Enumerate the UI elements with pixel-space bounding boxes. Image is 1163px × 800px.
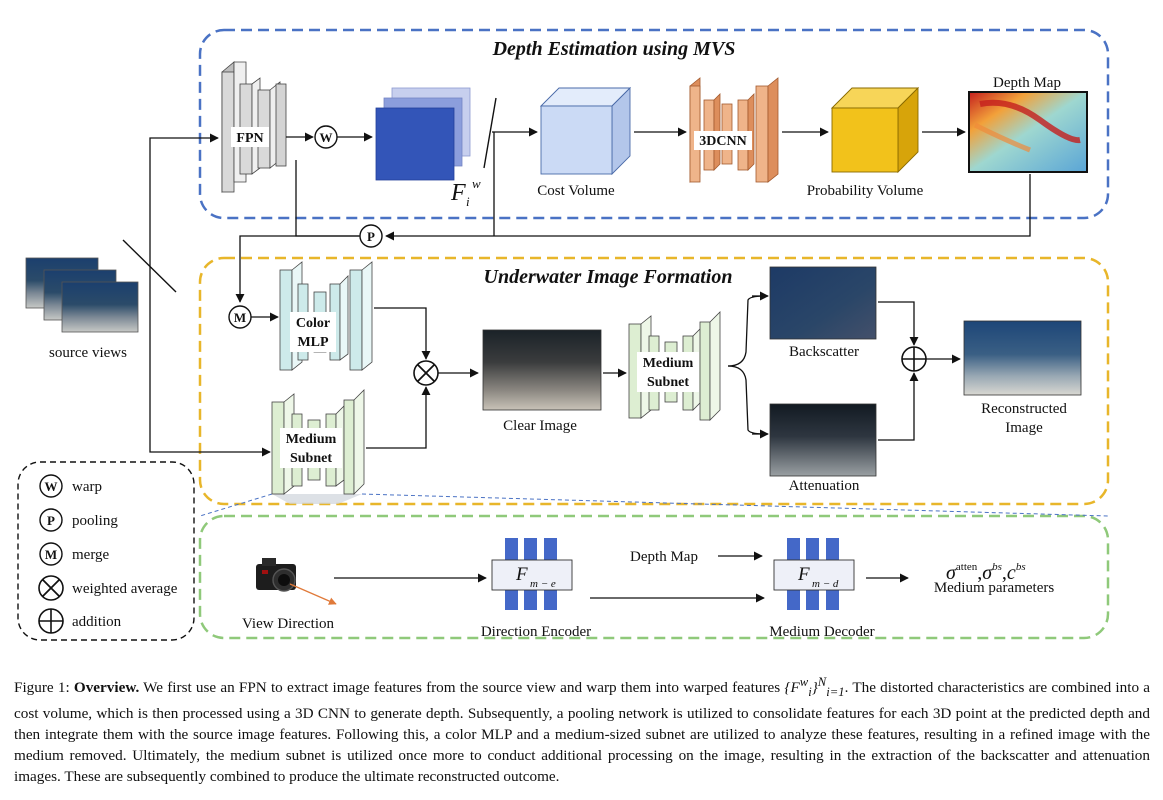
merge-node-label: M [234, 310, 246, 325]
reconstructed-image [963, 320, 1082, 396]
legend-warp-symbol: W [45, 479, 58, 494]
warped-features [375, 87, 471, 181]
view-direction-arrow [289, 583, 337, 605]
warp-node-label: W [320, 130, 333, 145]
legend-pooling-icon [39, 508, 63, 532]
arrow-depth-pooling [385, 174, 1031, 241]
encoder-symbol: F [515, 564, 528, 585]
direction-encoder-label: Direction Encoder [481, 624, 591, 640]
caption-bold: Overview. [73, 679, 140, 697]
arrow-at-add [878, 372, 919, 441]
clear-image [482, 329, 602, 411]
depth-map-image [968, 91, 1088, 173]
encoder-sub: m − e [530, 578, 556, 590]
legend-warp-label: warp [72, 479, 102, 495]
probability-volume-label: Probability Volume [807, 183, 924, 199]
branch-brace-low [727, 365, 767, 435]
decoder-sub: m − d [812, 578, 839, 590]
legend-merge-icon [39, 542, 63, 566]
legend-pooling-symbol: P [47, 513, 55, 528]
legend-pooling-label: pooling [72, 513, 118, 529]
medium-decoder-block [773, 538, 855, 610]
cost-volume-label: Cost Volume [537, 183, 615, 199]
legend: W warp P pooling M merge weighted averag… [38, 474, 178, 634]
arrow-subnet-weighted [366, 386, 431, 449]
medium-subnet-left-label-1: Medium [286, 432, 337, 447]
depth-map-label: Depth Map [993, 75, 1061, 91]
medium-detail-section [198, 514, 1110, 640]
medium-subnet-block-right [628, 311, 721, 421]
medium-subnet-right-label-2: Subnet [647, 375, 689, 390]
legend-addition-label: addition [72, 614, 122, 630]
arrow-pooling-merge [235, 235, 360, 303]
medium-params-label: Medium parameters [934, 580, 1055, 596]
medium-decoder-label: Medium Decoder [769, 624, 874, 640]
caption-set-close: } [811, 679, 818, 697]
caption-set-sup: w [799, 675, 809, 689]
attenuation-label: Attenuation [789, 478, 860, 494]
medium-subnet-left-label-2: Subnet [290, 451, 332, 466]
uif-section [198, 256, 1110, 506]
caption-text-2: . The distorted characteristics are comb… [14, 679, 1150, 786]
color-mlp-block [279, 261, 373, 371]
warped-features-sup: w [472, 176, 481, 191]
color-mlp-label-1: Color [296, 316, 330, 331]
caption-set-range-sup: N [817, 675, 827, 689]
view-direction-label: View Direction [242, 616, 334, 632]
zoom-line-right [361, 493, 1109, 517]
caption-set-open: {F [784, 679, 800, 697]
decoder-symbol: F [797, 564, 810, 585]
warped-features-sub: i [466, 194, 470, 209]
medium-subnet-block-left [271, 389, 365, 495]
caption-set-range-sub: i=1 [826, 685, 845, 700]
line-fpn-pooling [295, 160, 359, 237]
clear-image-label: Clear Image [503, 418, 577, 434]
arrow-mlp-weighted [374, 307, 431, 360]
reconstructed-label-2: Image [1005, 420, 1043, 436]
cnn3d-label: 3DCNN [699, 134, 746, 149]
caption-set-sub: i [808, 685, 812, 700]
figure-caption: Figure 1: Overview. We first use an FPN … [14, 672, 1150, 787]
pooling-node-label: P [367, 229, 375, 244]
caption-text-1: We first use an FPN to extract image fea… [139, 679, 785, 697]
legend-weighted-x2 [42, 579, 60, 597]
probability-volume [830, 86, 920, 174]
reconstructed-label-1: Reconstructed [981, 401, 1067, 417]
color-mlp-label-2: MLP [297, 335, 329, 350]
source-views-label: source views [49, 345, 127, 361]
zoom-shadow [272, 494, 362, 504]
cnn3d-block [689, 77, 779, 183]
legend-merge-symbol: M [45, 547, 57, 562]
backscatter-label: Backscatter [789, 344, 859, 360]
weighted-average-x2 [417, 364, 435, 382]
depth-map-input-label: Depth Map [630, 549, 698, 565]
mvs-section [198, 28, 1110, 220]
branch-brace [727, 295, 767, 367]
pipeline-diagram: Depth Estimation using MVS Underwater Im… [17, 28, 1110, 641]
arrow-source-fpn [149, 133, 219, 262]
fpn-block [221, 61, 287, 193]
backscatter-image [769, 266, 877, 340]
fpn-label: FPN [236, 131, 263, 146]
uif-title: Underwater Image Formation [484, 266, 733, 288]
source-views [25, 257, 139, 333]
caption-prefix: Figure 1: [14, 679, 74, 697]
legend-box [17, 461, 195, 641]
mvs-title: Depth Estimation using MVS [492, 38, 736, 60]
medium-subnet-right-label-1: Medium [643, 356, 694, 371]
zoom-line-left [199, 493, 273, 517]
attenuation-image [769, 403, 877, 477]
arrow-bs-add [878, 301, 919, 346]
switch-features [483, 97, 497, 169]
cost-volume [539, 86, 632, 176]
legend-weighted-label: weighted average [72, 581, 178, 597]
direction-encoder-block [491, 538, 573, 610]
legend-merge-label: merge [72, 547, 110, 563]
warped-features-symbol: F [450, 180, 466, 206]
camera-icon [256, 558, 296, 592]
legend-warp-icon [39, 474, 63, 498]
medium-params-symbols: σatten,σbs,cbs [946, 561, 1026, 584]
arrow-source-subnet [149, 262, 271, 457]
